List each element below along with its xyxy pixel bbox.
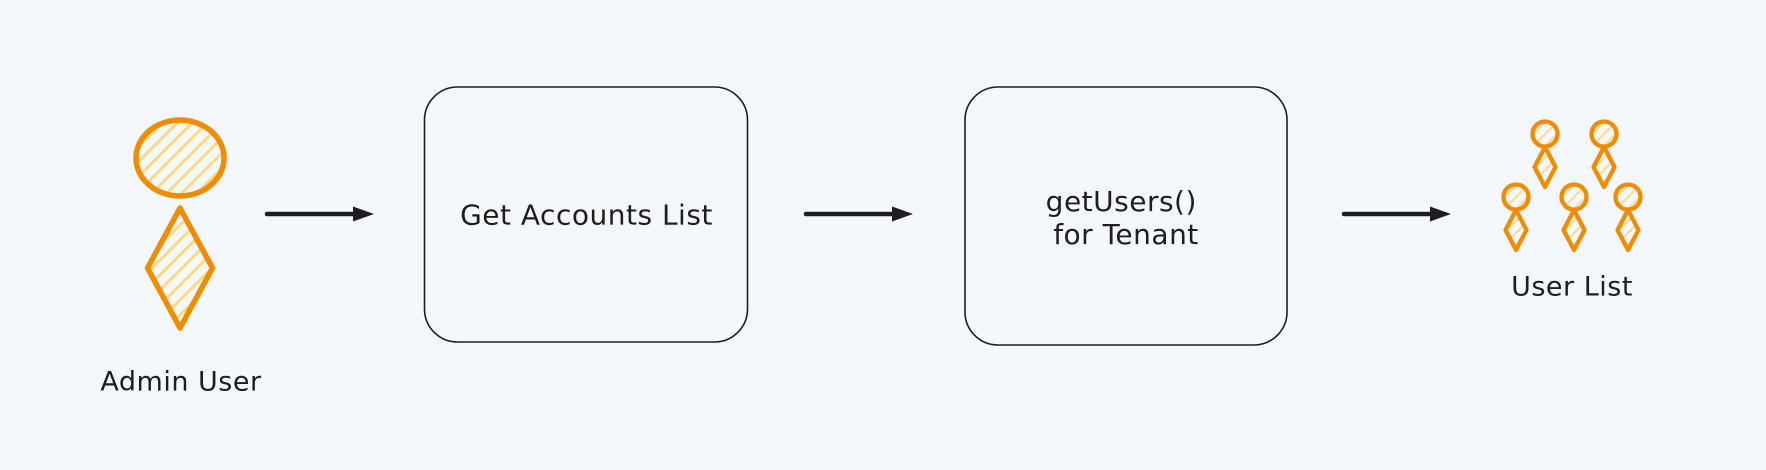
- arrow-right-icon: [1341, 206, 1451, 222]
- user-icon: [1562, 185, 1587, 251]
- step-box-label-line-2: for Tenant: [1053, 218, 1199, 251]
- admin-user-label: Admin User: [100, 367, 262, 398]
- step-box-get-accounts-list-label: Get Accounts List: [460, 199, 713, 232]
- step-box-get-accounts-list: [423, 86, 749, 343]
- admin-user-icon: [133, 117, 227, 331]
- arrow-right-icon: [803, 206, 913, 222]
- user-list-group-icon: [1504, 122, 1641, 251]
- admin-body-shape: [144, 205, 216, 331]
- step-box-get-users-for-tenant: [964, 86, 1288, 346]
- user-icon: [1533, 122, 1558, 188]
- user-icon: [1504, 185, 1529, 251]
- user-icon: [1616, 185, 1641, 251]
- user-icon: [1592, 122, 1617, 188]
- arrow-right-icon: [264, 206, 374, 222]
- user-list-label: User List: [1511, 272, 1633, 303]
- step-box-get-users-for-tenant-label: getUsers() for Tenant: [1046, 185, 1207, 251]
- step-box-label-line-1: getUsers(): [1046, 185, 1197, 218]
- admin-head-shape: [133, 117, 227, 199]
